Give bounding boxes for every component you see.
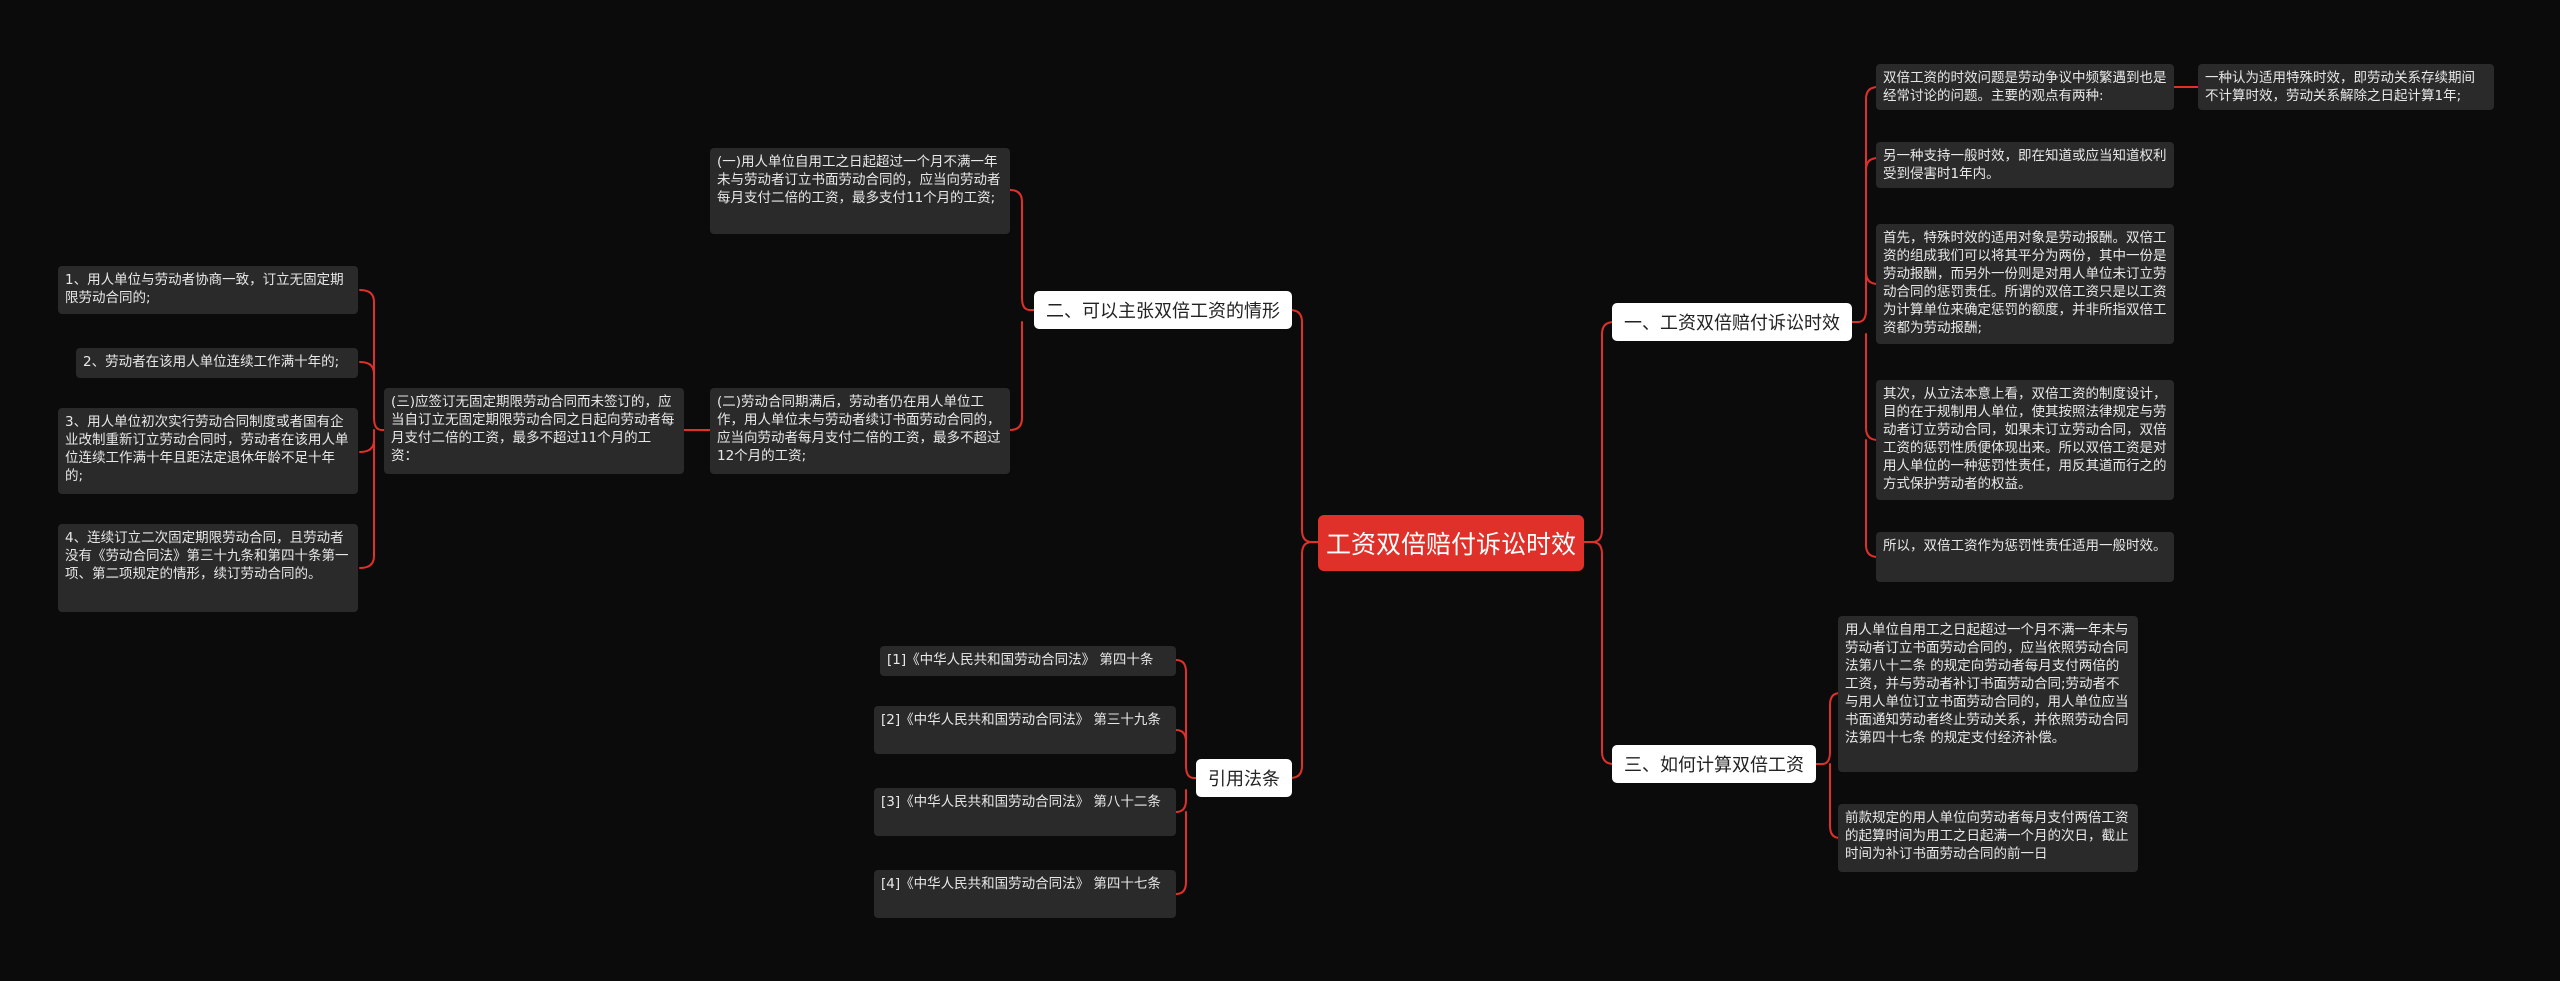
link-b2-sub4 bbox=[359, 439, 375, 569]
b1-leaf-2[interactable]: 另一种支持一般时效，即在知道或应当知道权利受到侵害时1年内。 bbox=[1876, 142, 2174, 188]
b3-leaf-2[interactable]: 前款规定的用人单位向劳动者每月支付两倍工资的起算时间为用工之日起满一个月的次日，… bbox=[1838, 804, 2138, 872]
b2-leaf-2[interactable]: (二)劳动合同期满后，劳动者仍在用人单位工作，用人单位未与劳动者续订书面劳动合同… bbox=[710, 388, 1010, 474]
b1-leaf-1[interactable]: 双倍工资的时效问题是劳动争议中频繁遇到也是经常讨论的问题。主要的观点有两种: bbox=[1876, 64, 2174, 110]
link-b2-leaf2 bbox=[1009, 321, 1023, 431]
link-b4-leaf2 bbox=[1175, 729, 1187, 743]
link-root-b1 bbox=[1581, 321, 1615, 543]
b4-leaf-2[interactable]: [2]《中华人民共和国劳动合同法》 第三十九条 bbox=[874, 706, 1176, 754]
link-root-b4 bbox=[1289, 541, 1321, 779]
link-b4-leaf3 bbox=[1175, 789, 1187, 813]
b2-subleaf-4[interactable]: 4、连续订立二次固定期限劳动合同，且劳动者没有《劳动合同法》第三十九条和第四十条… bbox=[58, 524, 358, 612]
b2-leaf-3[interactable]: (三)应签订无固定期限劳动合同而未签订的，应当自订立无固定期限劳动合同之日起向劳… bbox=[384, 388, 684, 474]
b2-subleaf-1[interactable]: 1、用人单位与劳动者协商一致，订立无固定期限劳动合同的; bbox=[58, 266, 358, 314]
link-b4-leaf4 bbox=[1175, 811, 1187, 895]
b2-leaf-1[interactable]: (一)用人单位自用工之日起超过一个月不满一年未与劳动者订立书面劳动合同的，应当向… bbox=[710, 148, 1010, 234]
link-b1-leaf5 bbox=[1865, 439, 1879, 558]
link-b1-leaf3 bbox=[1865, 171, 1879, 285]
branch-cited-laws[interactable]: 引用法条 bbox=[1196, 759, 1292, 797]
link-b1-leaf4 bbox=[1865, 333, 1879, 441]
b2-subleaf-3[interactable]: 3、用人单位初次实行劳动合同制度或者国有企业改制重新订立劳动合同时，劳动者在该用… bbox=[58, 408, 358, 494]
link-b2-leaf1 bbox=[1009, 189, 1037, 311]
link-root-b3 bbox=[1581, 541, 1615, 765]
b4-leaf-3[interactable]: [3]《中华人民共和国劳动合同法》 第八十二条 bbox=[874, 788, 1176, 836]
branch-double-wage-cases[interactable]: 二、可以主张双倍工资的情形 bbox=[1034, 291, 1292, 329]
link-b2-sub2 bbox=[359, 361, 375, 375]
b3-leaf-1[interactable]: 用人单位自用工之日起超过一个月不满一年未与劳动者订立书面劳动合同的，应当依照劳动… bbox=[1838, 616, 2138, 772]
link-b4-leaf1 bbox=[1175, 659, 1199, 779]
link-b1-leaf1 bbox=[1849, 86, 1879, 323]
b1-subleaf[interactable]: 一种认为适用特殊时效，即劳动关系存续期间不计算时效，劳动关系解除之日起计算1年; bbox=[2198, 64, 2494, 110]
branch-statute-of-limitations[interactable]: 一、工资双倍赔付诉讼时效 bbox=[1612, 303, 1852, 341]
b4-leaf-4[interactable]: [4]《中华人民共和国劳动合同法》 第四十七条 bbox=[874, 870, 1176, 918]
root-topic[interactable]: 工资双倍赔付诉讼时效 bbox=[1318, 515, 1584, 571]
b1-leaf-4[interactable]: 其次，从立法本意上看，双倍工资的制度设计，目的在于规制用人单位，使其按照法律规定… bbox=[1876, 380, 2174, 500]
link-root-b2 bbox=[1289, 309, 1321, 543]
b1-leaf-5[interactable]: 所以，双倍工资作为惩罚性责任适用一般时效。 bbox=[1876, 532, 2174, 582]
link-b3-leaf1 bbox=[1813, 692, 1841, 765]
branch-how-to-calculate[interactable]: 三、如何计算双倍工资 bbox=[1612, 745, 1816, 783]
link-b2-sub3 bbox=[359, 429, 375, 453]
b4-leaf-1[interactable]: [1]《中华人民共和国劳动合同法》 第四十条 bbox=[880, 646, 1176, 676]
b2-subleaf-2[interactable]: 2、劳动者在该用人单位连续工作满十年的; bbox=[76, 348, 358, 378]
link-b2-sub1 bbox=[359, 289, 385, 431]
b1-leaf-3[interactable]: 首先，特殊时效的适用对象是劳动报酬。双倍工资的组成我们可以将其平分为两份，其中一… bbox=[1876, 224, 2174, 344]
